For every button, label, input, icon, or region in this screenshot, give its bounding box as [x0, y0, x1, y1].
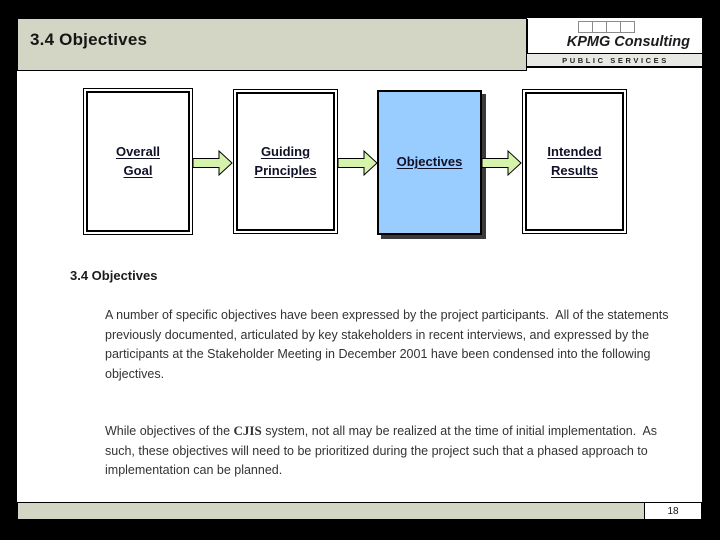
- section-heading: 3.4 Objectives: [70, 268, 158, 283]
- arrow-right-icon: [193, 150, 233, 176]
- arrow-right-icon: [338, 150, 378, 176]
- flow-box-label: Guiding Principles: [254, 143, 317, 178]
- page-number: 18: [667, 505, 679, 517]
- arrow-right-icon: [482, 150, 522, 176]
- cjis-acronym: CJIS: [233, 423, 262, 438]
- header-bar: 3.4 Objectives: [17, 18, 527, 71]
- paragraph-text: system, not all may be realized at the t…: [105, 424, 661, 477]
- logo-box: KPMG Consulting: [527, 19, 702, 53]
- slide-title: 3.4 Objectives: [30, 29, 148, 49]
- logo-grid-icon: [578, 21, 635, 33]
- page-number-box: 18: [644, 502, 702, 520]
- flow-box-label: Overall Goal: [115, 143, 161, 178]
- footer-bar: [17, 502, 645, 520]
- slide: 3.4 Objectives KPMG Consulting PUBLIC SE…: [17, 18, 702, 520]
- division-label: PUBLIC SERVICES: [562, 55, 669, 65]
- flow-box-intended-results: Intended Results: [522, 89, 627, 234]
- flow-box-label: Objectives: [396, 154, 463, 170]
- flow-box-overall-goal: Overall Goal: [83, 88, 193, 235]
- paragraph-implementation-note: While objectives of the CJIS system, not…: [105, 421, 679, 481]
- flow-box-label: Intended Results: [547, 143, 602, 178]
- flow-box-guiding-principles: Guiding Principles: [233, 89, 338, 234]
- paragraph-objectives-summary: A number of specific objectives have bee…: [105, 308, 672, 381]
- flow-box-objectives: Objectives: [377, 90, 482, 235]
- kpmg-logo-text: KPMG Consulting: [566, 34, 690, 50]
- paragraph-text: While objectives of the: [105, 424, 234, 438]
- division-bar: PUBLIC SERVICES: [527, 53, 702, 68]
